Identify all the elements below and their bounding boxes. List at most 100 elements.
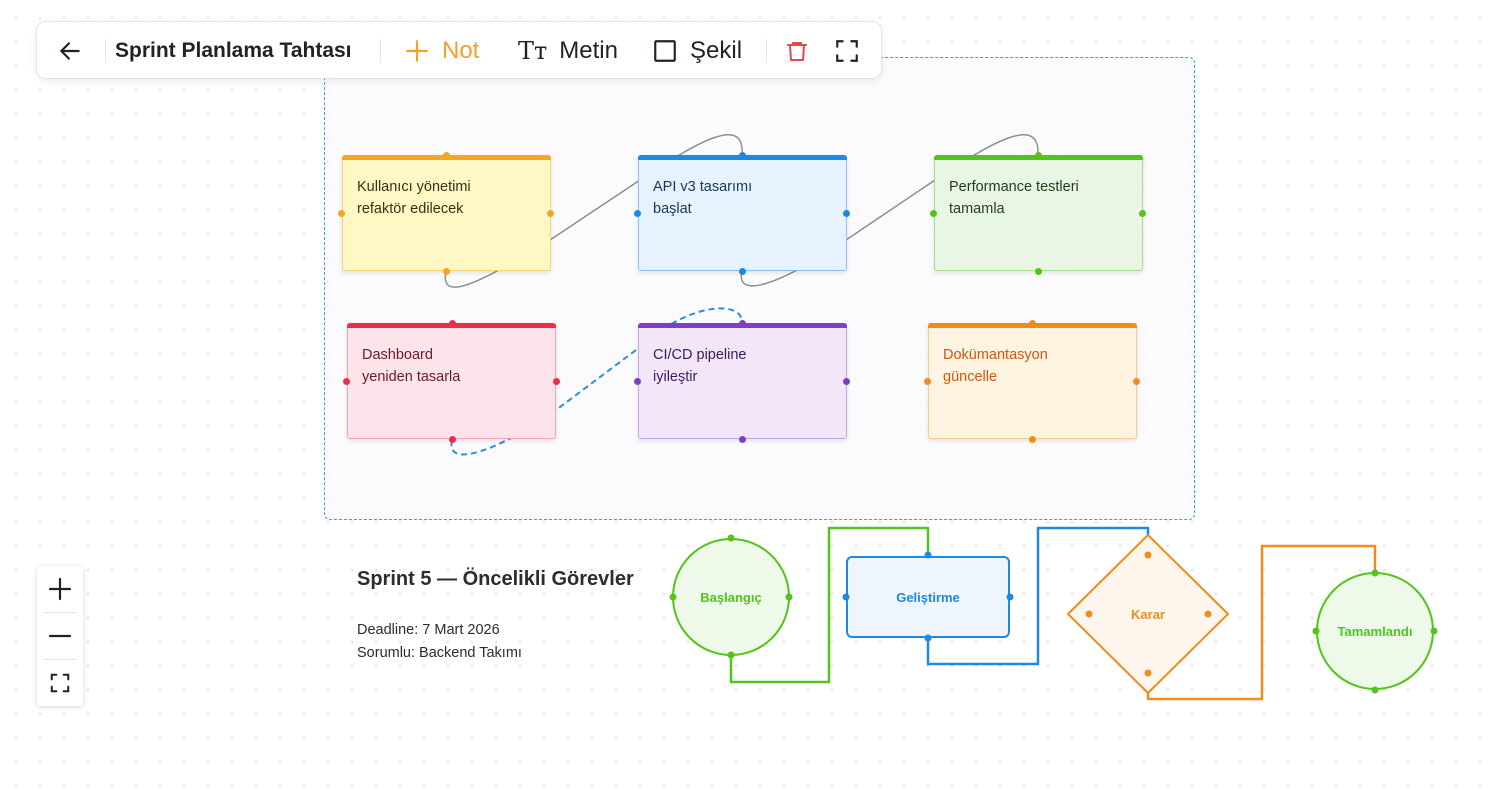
connection-handle[interactable] xyxy=(924,634,932,642)
edge-decision-done[interactable] xyxy=(1146,544,1377,701)
connection-handle[interactable] xyxy=(338,210,345,217)
note-text-line1: CI/CD pipeline xyxy=(653,347,747,363)
connection-handle[interactable] xyxy=(449,436,456,443)
connection-handle[interactable] xyxy=(1035,268,1042,275)
connection-handle[interactable] xyxy=(1029,436,1036,443)
connection-handle[interactable] xyxy=(1029,320,1036,327)
connection-handle[interactable] xyxy=(739,436,746,443)
sprint-deadline[interactable]: Deadline: 7 Mart 2026 xyxy=(357,622,500,638)
fullscreen-icon xyxy=(836,40,858,62)
connection-handle[interactable] xyxy=(924,378,931,385)
connection-handle[interactable] xyxy=(634,378,641,385)
arrow-left-icon xyxy=(60,42,80,60)
flow-node-done-label: Tamamlandı xyxy=(1338,624,1413,639)
add-shape-label: Şekil xyxy=(690,37,743,64)
toolbar-divider xyxy=(766,39,767,63)
flow-node-start[interactable]: Başlangıç xyxy=(672,538,790,656)
flow-node-done[interactable]: Tamamlandı xyxy=(1316,572,1434,690)
connection-handle[interactable] xyxy=(634,210,641,217)
note-text-line2: başlat xyxy=(653,201,692,217)
connection-handle[interactable] xyxy=(1371,686,1379,694)
sticky-note-cicd[interactable]: CI/CD pipeline iyileştir xyxy=(638,323,847,439)
note-text-line2: refaktör edilecek xyxy=(357,201,464,217)
connection-handle[interactable] xyxy=(343,378,350,385)
note-text-line2: yeniden tasarla xyxy=(362,369,461,385)
connection-handle[interactable] xyxy=(1035,152,1042,159)
text-icon: Tт xyxy=(518,37,548,65)
add-note-label: Not xyxy=(442,37,480,64)
sticky-note-api-design[interactable]: API v3 tasarımı başlat xyxy=(638,155,847,271)
sprint-title[interactable]: Sprint 5 — Öncelikli Görevler xyxy=(357,568,634,590)
connection-handle[interactable] xyxy=(785,593,793,601)
connection-handle[interactable] xyxy=(739,268,746,275)
toolbar-divider xyxy=(105,39,106,63)
square-icon xyxy=(654,40,676,62)
sticky-note-dashboard[interactable]: Dashboard yeniden tasarla xyxy=(347,323,556,439)
board-title[interactable]: Sprint Planlama Tahtası xyxy=(115,39,352,62)
zoom-divider xyxy=(43,659,77,660)
note-text-line2: güncelle xyxy=(943,369,998,385)
flow-node-decision[interactable]: Karar xyxy=(1067,534,1229,694)
zoom-in-button[interactable] xyxy=(37,566,83,612)
connection-handle[interactable] xyxy=(443,268,450,275)
connection-handle[interactable] xyxy=(1133,378,1140,385)
zoom-divider xyxy=(43,612,77,613)
edge-start-develop[interactable] xyxy=(729,526,930,684)
note-text-line1: API v3 tasarımı xyxy=(653,179,753,195)
note-text-line1: Dashboard xyxy=(362,347,433,363)
connection-handle[interactable] xyxy=(449,320,456,327)
note-text-line2: tamamla xyxy=(949,201,1005,217)
connection-handle[interactable] xyxy=(843,378,850,385)
note-text-line1: Performance testleri xyxy=(949,179,1079,195)
connection-handle[interactable] xyxy=(669,593,677,601)
connection-handle[interactable] xyxy=(843,210,850,217)
connection-handle[interactable] xyxy=(547,210,554,217)
connection-handle[interactable] xyxy=(924,551,932,559)
connection-handle[interactable] xyxy=(1006,593,1014,601)
fit-view-button[interactable] xyxy=(37,660,83,706)
board-title-wrap: Sprint Planlama Tahtası xyxy=(115,22,352,80)
add-text-button[interactable]: Tт Metin xyxy=(518,22,618,80)
connection-handle[interactable] xyxy=(1371,569,1379,577)
note-text-line2: iyileştir xyxy=(653,369,698,385)
note-text-line1: Dokümantasyon xyxy=(943,347,1048,363)
connection-handle[interactable] xyxy=(1204,610,1212,618)
edge-develop-decision[interactable] xyxy=(926,526,1150,666)
top-toolbar: Sprint Planlama Tahtası Not Tт Metin Şek… xyxy=(36,21,882,79)
connection-handle[interactable] xyxy=(1144,551,1152,559)
connection-handle[interactable] xyxy=(727,651,735,659)
connection-handle[interactable] xyxy=(1144,669,1152,677)
add-text-label: Metin xyxy=(559,37,618,64)
trash-icon xyxy=(787,42,807,61)
connection-handle[interactable] xyxy=(739,152,746,159)
flow-node-start-label: Başlangıç xyxy=(700,590,761,605)
connection-handle[interactable] xyxy=(739,320,746,327)
sprint-owner[interactable]: Sorumlu: Backend Takımı xyxy=(357,645,522,661)
delete-button[interactable] xyxy=(785,22,809,80)
plus-icon xyxy=(406,40,428,62)
plus-icon xyxy=(48,577,72,601)
connection-handle[interactable] xyxy=(443,152,450,159)
add-shape-button[interactable]: Şekil xyxy=(652,22,742,80)
zoom-controls xyxy=(37,566,83,706)
connection-handle[interactable] xyxy=(842,593,850,601)
note-text-line1: Kullanıcı yönetimi xyxy=(357,179,471,195)
minus-icon xyxy=(48,634,72,638)
fit-view-icon xyxy=(50,673,70,693)
zoom-out-button[interactable] xyxy=(37,613,83,659)
flow-node-develop[interactable]: Geliştirme xyxy=(846,556,1010,638)
fullscreen-button[interactable] xyxy=(834,22,860,80)
add-note-button[interactable]: Not xyxy=(404,22,479,80)
connection-handle[interactable] xyxy=(1430,627,1438,635)
back-button[interactable] xyxy=(57,22,83,80)
connection-handle[interactable] xyxy=(1312,627,1320,635)
connection-handle[interactable] xyxy=(1139,210,1146,217)
connection-handle[interactable] xyxy=(727,534,735,542)
flow-node-decision-label: Karar xyxy=(1131,607,1165,622)
connection-handle[interactable] xyxy=(930,210,937,217)
connection-handle[interactable] xyxy=(553,378,560,385)
sticky-note-performance-tests[interactable]: Performance testleri tamamla xyxy=(934,155,1143,271)
connection-handle[interactable] xyxy=(1085,610,1093,618)
